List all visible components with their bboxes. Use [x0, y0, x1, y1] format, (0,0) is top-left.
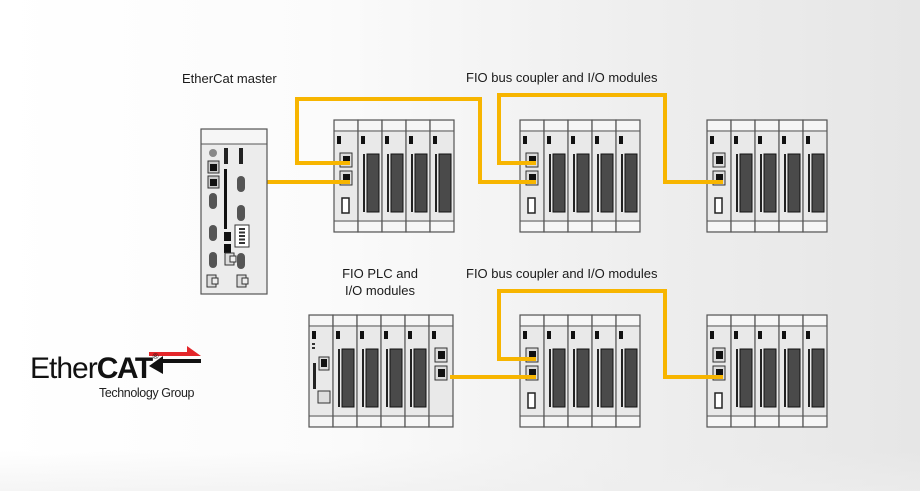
status-led	[547, 136, 551, 144]
rack-top-3	[706, 119, 828, 233]
logo-text-ether: Ether	[30, 352, 98, 385]
usb-port	[527, 392, 536, 409]
terminal-slot	[341, 348, 355, 408]
terminal-slot	[438, 153, 452, 213]
serial-port	[209, 193, 217, 209]
status-led	[360, 331, 364, 339]
rack-top-2	[519, 119, 641, 233]
terminal-slot	[600, 348, 614, 408]
status-led	[710, 331, 714, 339]
usb-port	[527, 197, 536, 214]
usb-port	[714, 197, 723, 214]
logo-subtitle: Technology Group	[99, 386, 195, 400]
terminal-slot	[413, 348, 427, 408]
power-led	[209, 149, 217, 157]
label-fio-bus-coupler-bottom: FIO bus coupler and I/O modules	[466, 266, 658, 281]
terminal-slot	[414, 153, 428, 213]
terminal-slot	[763, 348, 777, 408]
terminal-slot	[600, 153, 614, 213]
logo-registered-mark: ®	[152, 352, 159, 361]
status-led	[408, 331, 412, 339]
terminal-slot	[763, 153, 777, 213]
status-led	[337, 136, 341, 144]
status-led	[385, 136, 389, 144]
terminal-slot	[787, 348, 801, 408]
terminal-slot	[552, 153, 566, 213]
label-fio-plc-line2: I/O modules	[344, 283, 416, 298]
status-led	[806, 136, 810, 144]
status-led	[336, 331, 340, 339]
status-led	[571, 136, 575, 144]
plc-connector	[317, 390, 331, 404]
status-led	[432, 331, 436, 339]
status-led	[384, 331, 388, 339]
serial-port	[209, 252, 217, 268]
status-led	[782, 136, 786, 144]
terminal-slot	[389, 348, 403, 408]
status-led	[619, 331, 623, 339]
terminal-slot	[739, 153, 753, 213]
ethercat-arrows-icon	[149, 346, 201, 374]
status-led	[312, 331, 316, 339]
status-led	[806, 331, 810, 339]
status-led	[734, 331, 738, 339]
usb-port	[341, 197, 350, 214]
cable-top-2-to-top-3	[497, 93, 723, 184]
label-ethercat-master: EtherCat master	[182, 71, 277, 86]
status-led	[523, 136, 527, 144]
status-led	[523, 331, 527, 339]
status-led	[758, 136, 762, 144]
status-led	[571, 331, 575, 339]
status-led	[433, 136, 437, 144]
label-fio-plc: FIO PLC and I/O modules	[330, 265, 430, 299]
terminal-slot	[365, 348, 379, 408]
rack-bottom-2	[519, 314, 641, 428]
terminal-slot	[624, 153, 638, 213]
status-led	[595, 136, 599, 144]
status-led	[547, 331, 551, 339]
rack-top-1	[333, 119, 455, 233]
status-led	[619, 136, 623, 144]
terminal-slot	[576, 348, 590, 408]
status-led	[758, 331, 762, 339]
status-led	[734, 136, 738, 144]
status-led	[361, 136, 365, 144]
terminal-slot	[739, 348, 753, 408]
ethercat-logo: EtherCAT® Technology Group	[30, 342, 210, 402]
status-led	[782, 331, 786, 339]
terminal-slot	[811, 153, 825, 213]
rack-bottom-3	[706, 314, 828, 428]
serial-port	[237, 253, 245, 269]
terminal-slot	[552, 348, 566, 408]
status-led	[409, 136, 413, 144]
cable-bottom-2-to-bottom-3	[497, 289, 723, 379]
terminal-slot	[624, 348, 638, 408]
label-fio-plc-line1: FIO PLC and	[342, 266, 418, 281]
terminal-slot	[390, 153, 404, 213]
terminal-slot	[787, 153, 801, 213]
status-led	[710, 136, 714, 144]
terminal-slot	[811, 348, 825, 408]
usb-port	[714, 392, 723, 409]
serial-port	[209, 225, 217, 241]
label-fio-bus-coupler-top: FIO bus coupler and I/O modules	[466, 70, 658, 85]
black-arrow-icon	[149, 356, 201, 374]
logo-text-cat: CAT	[96, 352, 153, 385]
serial-port	[237, 176, 245, 192]
status-led	[595, 331, 599, 339]
serial-port	[237, 205, 245, 221]
rack-bottom-1	[308, 314, 454, 428]
red-arrow-icon	[149, 346, 201, 356]
terminal-slot	[366, 153, 380, 213]
cable-top-1-to-top-2	[295, 97, 536, 184]
logo-wordmark: EtherCAT®	[30, 352, 159, 386]
terminal-slot	[576, 153, 590, 213]
